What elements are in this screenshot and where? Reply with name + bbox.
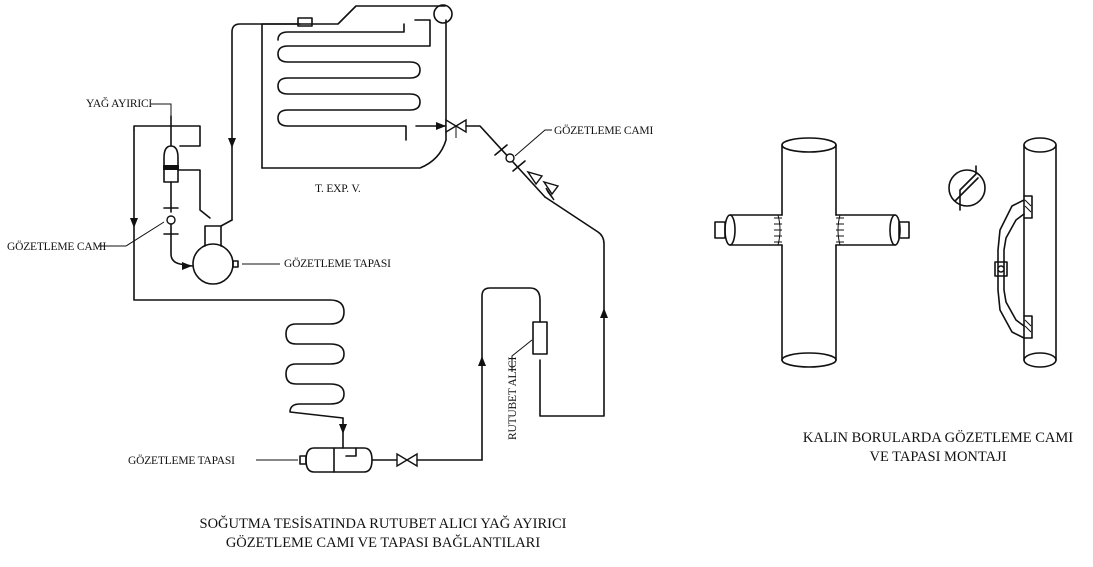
label-sight-glass-right: GÖZETLEME CAMI [554,123,653,137]
oil-separator [163,115,211,270]
receiver-tank [299,417,373,473]
compressor [192,219,239,285]
bypass-pipe [994,137,1057,368]
expansion-valve [415,118,546,198]
liquid-line [539,196,608,417]
cross-pipe [714,137,910,368]
slash-symbol [948,165,986,211]
label-drier: RUTUBET ALICI [507,357,519,440]
refrigeration-schematic: YAĞ AYIRICI GÖZETLEME CAMI GÖZETLEME TAP… [7,4,654,551]
evaporator [261,4,453,169]
right-caption-line2: VE TAPASI MONTAJI [869,449,1006,465]
right-caption-line1: KALIN BORULARDA GÖZETLEME CAMI [803,429,1073,446]
receiver-valve [371,452,483,468]
drier [478,287,548,461]
left-caption-line1: SOĞUTMA TESİSATINDA RUTUBET ALICI YAĞ AY… [200,515,567,532]
label-sight-plug-mid: GÖZETLEME TAPASI [284,256,391,270]
label-expansion-valve: T. EXP. V. [315,183,361,195]
condenser [130,125,345,419]
diagonal-valve [526,170,560,201]
label-sight-plug-bottom: GÖZETLEME TAPASI [128,453,235,467]
label-oil-separator: YAĞ AYIRICI [86,96,152,110]
suction-line [228,23,301,221]
left-caption-line2: GÖZETLEME CAMI VE TAPASI BAĞLANTILARI [226,534,541,551]
thick-pipe-mounting: KALIN BORULARDA GÖZETLEME CAMI VE TAPASI… [714,137,1073,465]
label-sight-glass-left: GÖZETLEME CAMI [7,239,106,253]
sight-glass-right [494,144,526,172]
